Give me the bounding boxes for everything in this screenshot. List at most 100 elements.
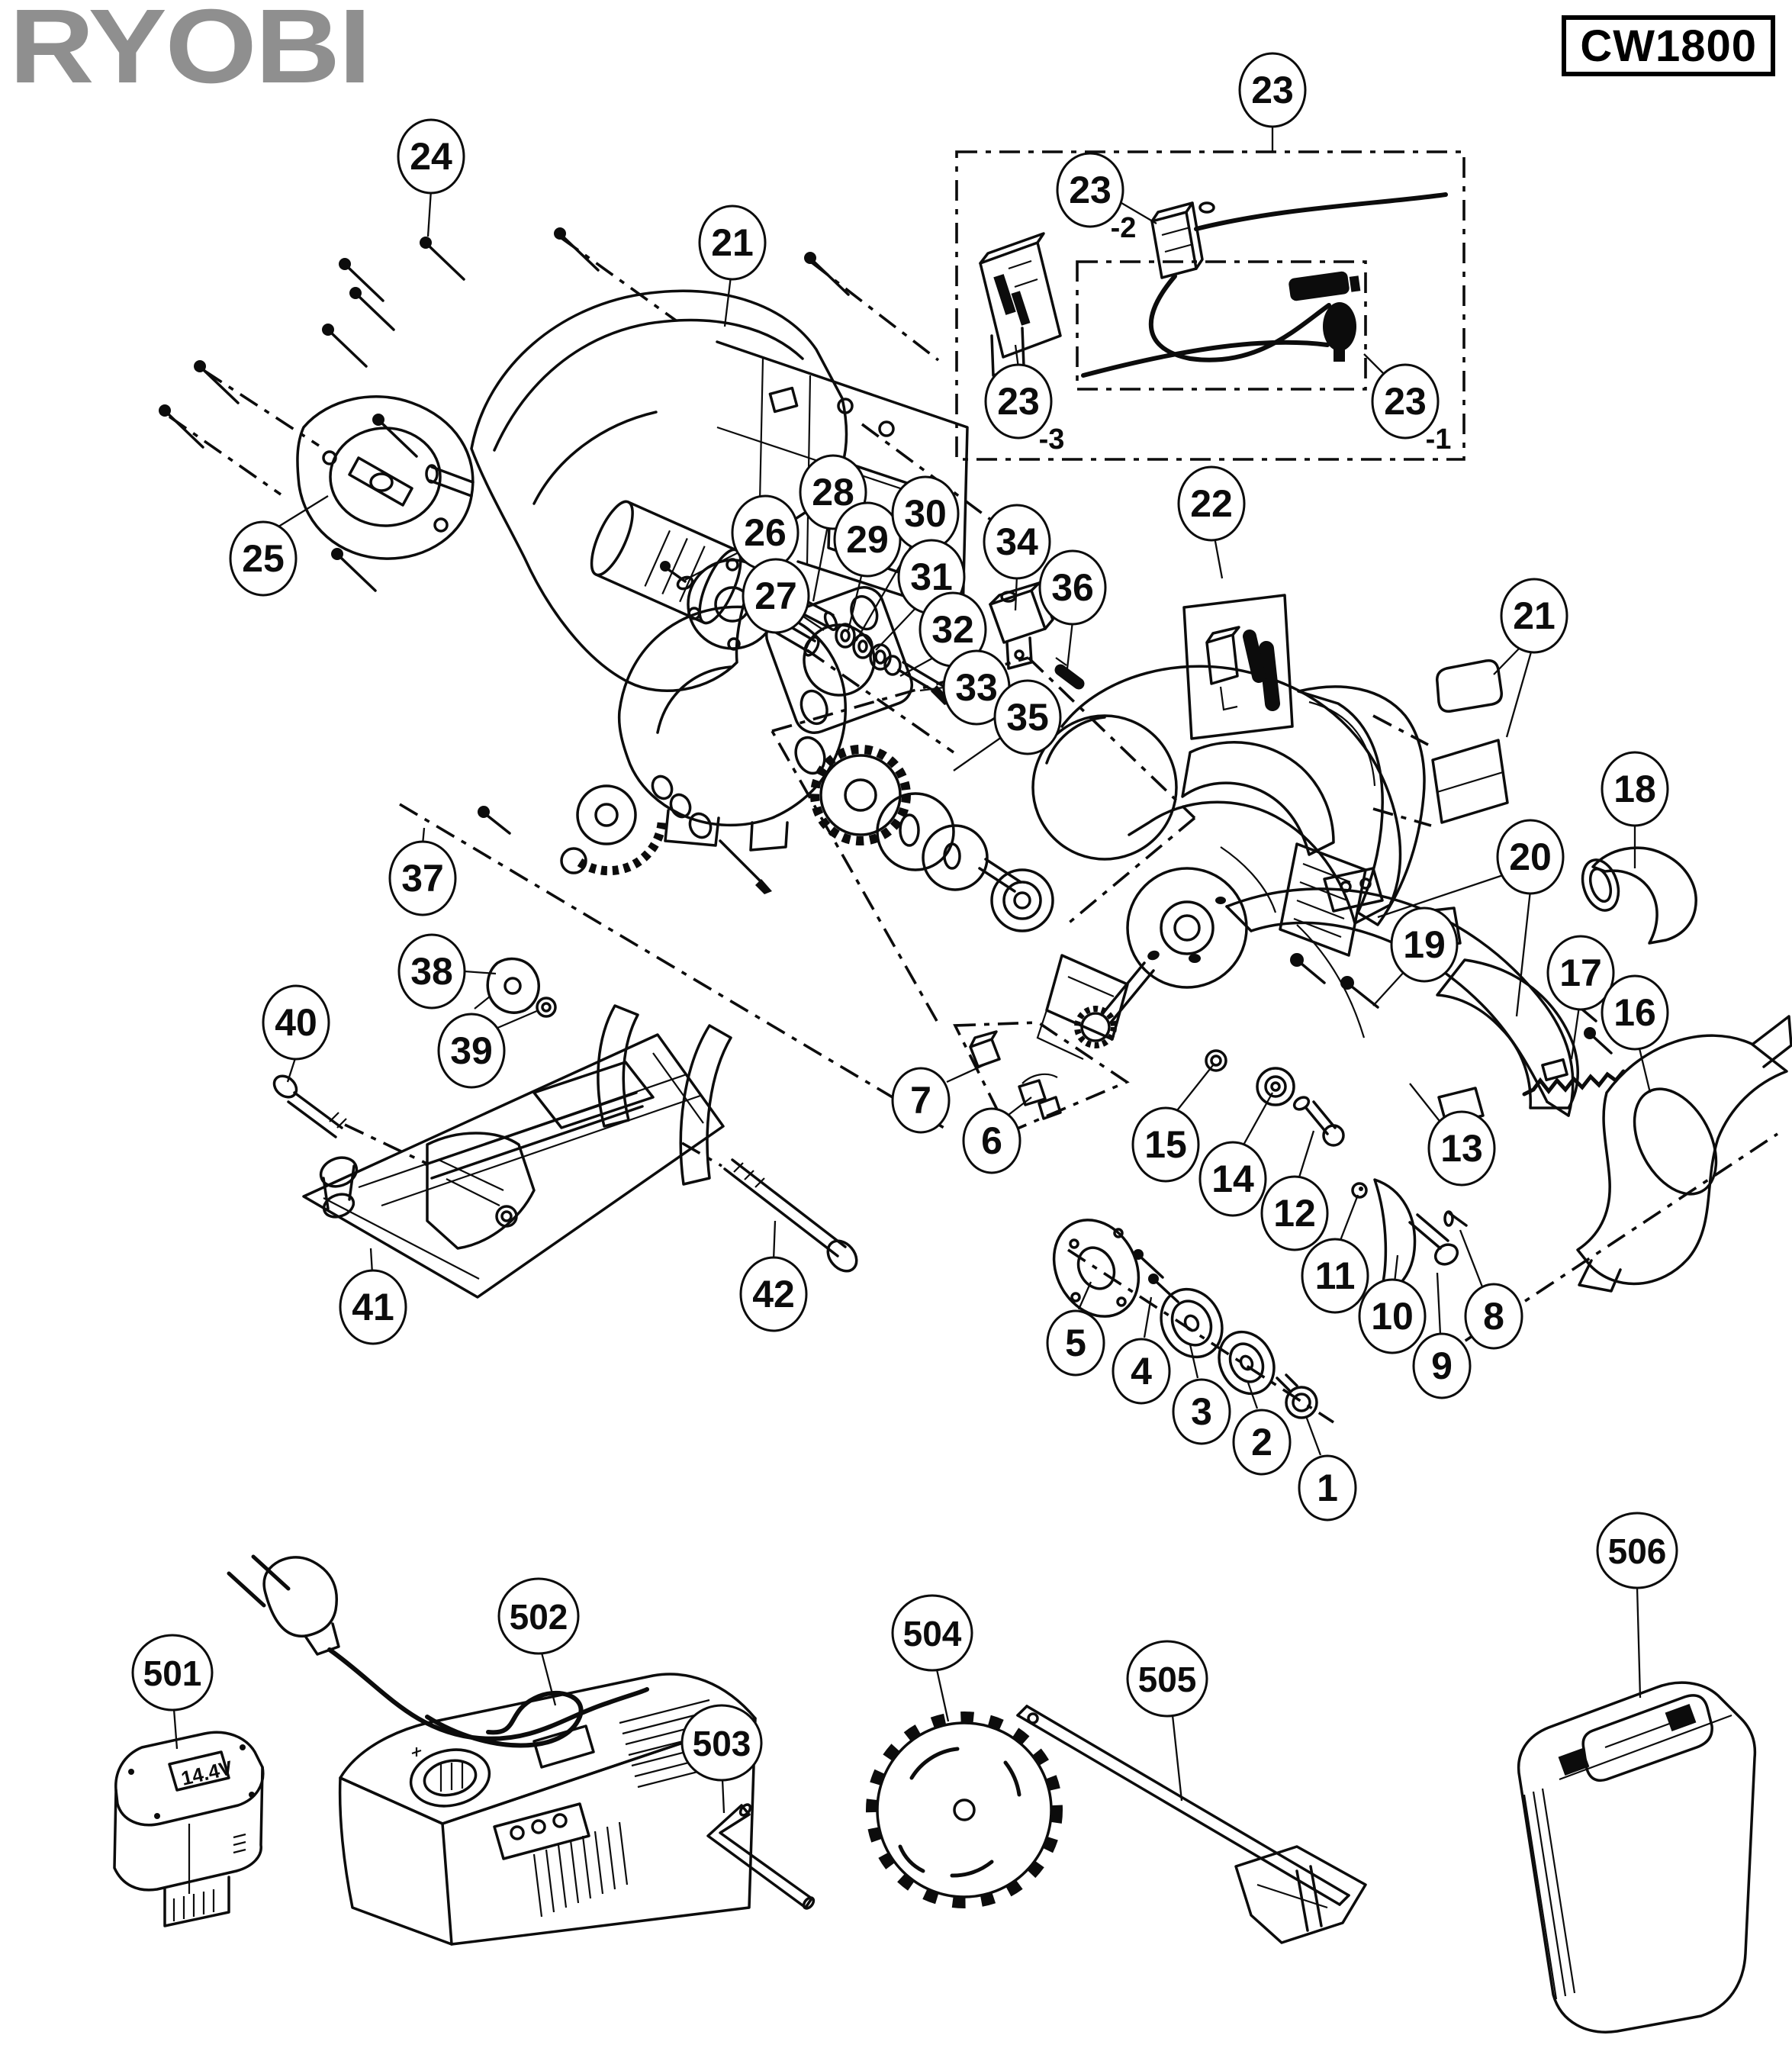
charger-502 — [227, 1554, 757, 1946]
callout-leader-c502 — [540, 1652, 557, 1706]
callout-leader-c1 — [1305, 1415, 1322, 1456]
callout-circle-c4 — [1112, 1338, 1171, 1405]
callout-circle-c22 — [1177, 465, 1246, 542]
callout-leader-c3 — [1189, 1344, 1199, 1379]
wire-harness — [1081, 192, 1448, 378]
callout-circle-c37 — [388, 840, 457, 916]
bolt-40 — [272, 1074, 298, 1099]
callout-circle-c41 — [339, 1269, 407, 1345]
callout-label-c19: 19 — [1403, 923, 1446, 966]
callout-leader-c19 — [1372, 970, 1406, 1006]
callout-label-c2: 2 — [1251, 1421, 1272, 1464]
callout-leader-c501 — [172, 1708, 179, 1750]
callout-label-c41: 41 — [352, 1286, 394, 1328]
callout-circle-c15 — [1131, 1106, 1200, 1183]
battery-foot — [1045, 954, 1129, 1041]
callout-circle-c6 — [962, 1107, 1021, 1174]
callout-circle-c27 — [742, 558, 810, 634]
inset-outer-box — [955, 150, 1465, 461]
callout-label-c505: 505 — [1138, 1660, 1197, 1699]
callout-circle-c12 — [1260, 1175, 1329, 1251]
quadrant-cluster — [478, 774, 772, 894]
riser-arc-1 — [597, 1004, 639, 1128]
callout-leader-c2 — [1247, 1382, 1259, 1409]
callout-label-c31: 31 — [910, 555, 953, 598]
callout-label-c24: 24 — [410, 135, 452, 178]
housing-screws-24 — [159, 227, 850, 592]
callout-circle-c3 — [1172, 1378, 1231, 1445]
callout-leader-c38 — [464, 970, 497, 975]
callout-leader-c13 — [1409, 1083, 1443, 1125]
callout-circle-c21b — [1500, 578, 1568, 654]
blade-clamp-25 — [296, 395, 475, 560]
dust-elbow-18 — [1581, 846, 1697, 945]
screw-icon — [420, 237, 465, 281]
riser-arc-2 — [679, 1024, 732, 1186]
inner-chassis — [716, 340, 969, 617]
label-plate-large — [1431, 739, 1509, 824]
callout-label-c10: 10 — [1371, 1295, 1414, 1338]
callout-label-c42: 42 — [752, 1273, 795, 1315]
cam-lever-38 — [486, 957, 540, 1014]
callout-circle-c36 — [1038, 549, 1107, 626]
callout-leader-c8 — [1459, 1229, 1485, 1290]
callout-leader-c4 — [1143, 1296, 1153, 1338]
brand-logo: RYOBI — [9, 0, 372, 105]
callout-label-c504: 504 — [903, 1614, 962, 1654]
callout-label-c36: 36 — [1051, 566, 1094, 609]
callout-leader-c36 — [1066, 620, 1074, 669]
callout-circle-c23_3 — [984, 363, 1053, 440]
callout-leader-c27 — [800, 614, 825, 631]
callout-leader-c31 — [875, 605, 919, 651]
model-number-box: CW1800 — [1562, 15, 1775, 76]
callout-suffix-c23_3: -3 — [1039, 423, 1065, 456]
callout-label-c7: 7 — [910, 1079, 931, 1122]
callout-circle-c20 — [1496, 819, 1565, 895]
callout-leader-c9 — [1436, 1272, 1442, 1335]
terminal-part-23-3 — [979, 232, 1062, 377]
callout-circle-c17 — [1546, 935, 1615, 1011]
callout-circle-c9 — [1412, 1332, 1472, 1399]
callout-label-c17: 17 — [1559, 952, 1602, 994]
callout-circle-c504 — [891, 1594, 973, 1672]
callout-label-c26: 26 — [744, 511, 787, 554]
callout-label-c501: 501 — [143, 1654, 202, 1693]
spring-17 — [1522, 1069, 1626, 1096]
battery-501: 14.4V — [113, 1731, 265, 1927]
callout-label-c30: 30 — [904, 492, 947, 535]
label-plate-small — [1436, 659, 1503, 713]
callout-leader-c504 — [935, 1669, 950, 1722]
callout-circle-c8 — [1464, 1283, 1523, 1350]
pin-36 — [1054, 657, 1085, 690]
guard-bracket — [1436, 958, 1579, 1109]
callout-circle-c21a — [698, 204, 767, 281]
callout-label-c32: 32 — [931, 608, 974, 651]
callout-circle-c503 — [680, 1704, 763, 1782]
wiring-inset-box — [955, 150, 1465, 461]
callout-leader-c32 — [899, 655, 937, 678]
callout-leader-c12 — [1297, 1130, 1315, 1180]
callout-label-c35: 35 — [1006, 696, 1049, 739]
base-plate — [302, 1033, 725, 1299]
callout-label-c502: 502 — [510, 1597, 568, 1637]
callout-circle-c501 — [131, 1634, 214, 1711]
callout-suffix-c23_1: -1 — [1426, 423, 1452, 456]
callout-leader-c29 — [847, 572, 864, 631]
callout-label-c11: 11 — [1315, 1254, 1356, 1297]
callout-label-c27: 27 — [754, 575, 797, 617]
callout-leader-c7 — [946, 1061, 991, 1084]
base-plate-assembly — [272, 957, 858, 1299]
callout-circle-c35 — [993, 679, 1062, 755]
callout-circle-c505 — [1126, 1640, 1208, 1718]
callout-label-c13: 13 — [1440, 1127, 1483, 1170]
gear-case — [1126, 867, 1248, 989]
callout-circle-c29 — [833, 501, 902, 578]
callout-label-c23_3: 23 — [997, 380, 1040, 423]
callout-leader-c40 — [286, 1055, 298, 1083]
callout-leader-c503 — [721, 1779, 725, 1814]
callout-leader-c35 — [953, 736, 1002, 771]
carrying-case-506 — [1517, 1681, 1757, 2034]
callout-leader-c21a — [723, 275, 732, 327]
callout-label-c21b: 21 — [1513, 594, 1556, 637]
